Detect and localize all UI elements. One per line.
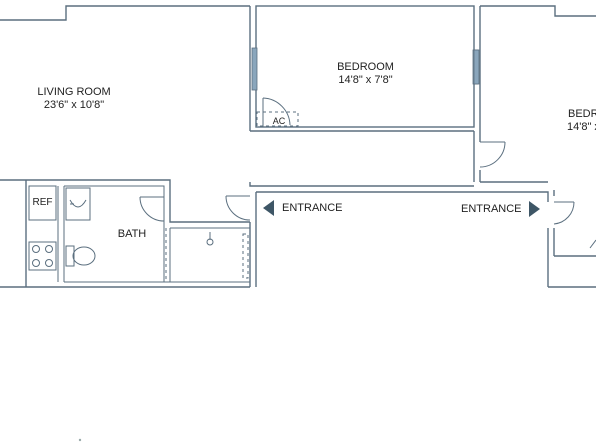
window-bedroom2 xyxy=(473,49,480,85)
stove xyxy=(28,241,57,271)
compass-mark xyxy=(78,438,82,442)
entrance-label-left: ENTRANCE xyxy=(282,202,343,214)
shower xyxy=(165,228,249,282)
living-room-size: 23'6" x 10'8" xyxy=(43,99,105,111)
bedroom2-label: BEDR 14'8" x xyxy=(567,108,596,134)
fridge xyxy=(28,185,57,221)
bath-label: BATH xyxy=(117,228,147,240)
lower-right-walls xyxy=(548,239,596,288)
bath-door xyxy=(139,196,165,222)
hall-door-left xyxy=(225,195,251,221)
bedroom2-name: BEDR xyxy=(568,108,596,120)
ac-unit xyxy=(256,111,299,127)
living-room-name: LIVING ROOM xyxy=(37,86,111,98)
bedroom2-size: 14'8" x xyxy=(567,121,596,133)
ref-label: REF xyxy=(32,197,53,208)
living-room-walls xyxy=(0,5,251,288)
ac-label: AC xyxy=(272,116,286,126)
toilet xyxy=(65,245,96,267)
bedroom-name: BEDROOM xyxy=(337,61,394,73)
hall-door-right xyxy=(553,201,575,225)
window-left xyxy=(251,47,258,91)
entrance-label-right: ENTRANCE xyxy=(461,203,522,215)
living-room-label: LIVING ROOM 23'6" x 10'8" xyxy=(30,86,118,112)
bedroom-label: BEDROOM 14'8" x 7'8" xyxy=(318,61,413,87)
kitchen-bath-walls xyxy=(25,179,250,288)
bedroom2-door xyxy=(479,141,506,168)
entrance-arrow-right xyxy=(529,201,540,217)
bath-sink xyxy=(65,187,91,221)
bedroom2-walls xyxy=(473,5,596,183)
bedroom-size: 14'8" x 7'8" xyxy=(338,74,393,86)
hallway-walls xyxy=(249,182,555,287)
entrance-arrow-left xyxy=(263,200,274,216)
